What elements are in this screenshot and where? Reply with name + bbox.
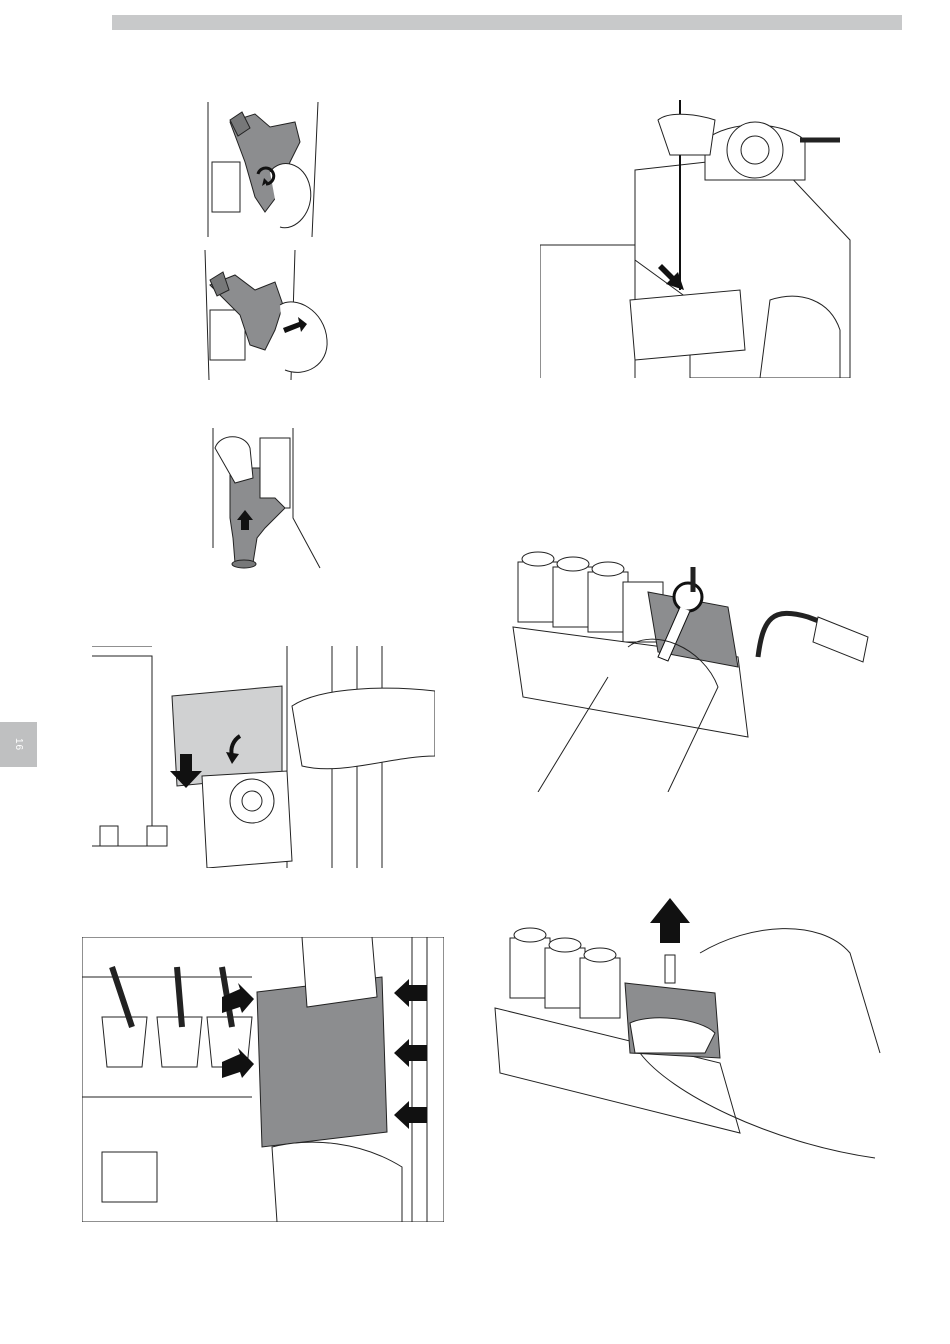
coil-lift-drawing	[490, 893, 882, 1163]
panel-lower-drawing	[92, 646, 435, 868]
arrow-up-icon	[650, 898, 690, 943]
figure-valve-wrench	[508, 537, 888, 792]
figure-panel-lower	[92, 646, 435, 868]
page-number: 16	[13, 738, 24, 751]
figure-screwdriver	[540, 100, 852, 378]
funnel-pull-drawing	[195, 250, 330, 380]
valve-wrench-drawing	[508, 537, 888, 792]
figure-funnel-pull	[195, 250, 330, 380]
valve-coils	[518, 552, 663, 642]
figure-funnel-up	[205, 428, 325, 570]
funnel-up-drawing	[205, 428, 325, 570]
header-bar	[112, 15, 902, 30]
page-number-tab: 16	[0, 722, 37, 767]
figure-funnel-rotate	[200, 102, 330, 237]
figure-mixer-panel	[82, 937, 444, 1222]
figure-coil-lift	[490, 893, 882, 1163]
valve-coils	[510, 928, 620, 1018]
mixer-panel-drawing	[82, 937, 444, 1222]
funnel-rotate-drawing	[200, 102, 330, 237]
screwdriver-drawing	[540, 100, 852, 378]
